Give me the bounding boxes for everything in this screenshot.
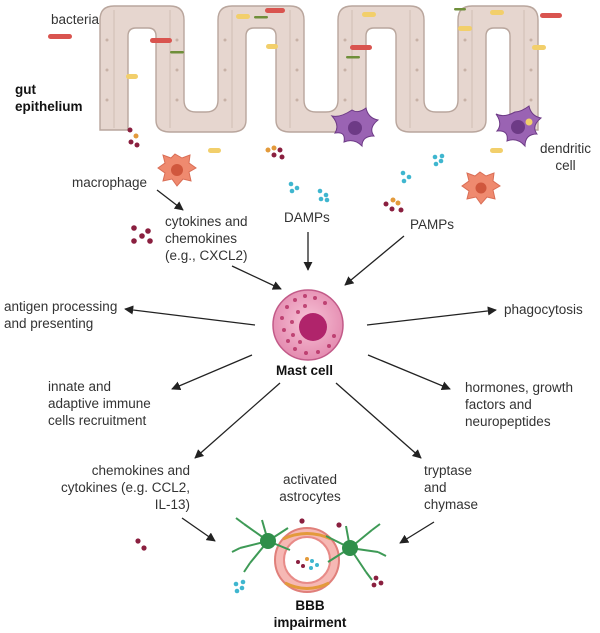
label-damps: DAMPs — [284, 210, 330, 225]
arrow-macrophage — [156, 189, 184, 211]
pamp-clusters-top — [127, 127, 404, 213]
label-chemokines-cytokines-line2: cytokines (e.g. CCL2, — [60, 480, 190, 495]
label-hormones-line3: neuropeptides — [465, 414, 551, 429]
dendritic-cell-2 — [495, 105, 543, 148]
label-cytokines-chemokines: cytokines and chemokines (e.g., CXCL2) — [165, 213, 248, 264]
astrocyte-right — [325, 523, 387, 581]
arrow-hormones — [367, 354, 451, 391]
label-antigen: antigen processing and presenting — [4, 298, 117, 332]
arrow-chemokines — [194, 382, 281, 459]
label-hormones: hormones, growth factors and neuropeptid… — [465, 379, 573, 430]
label-cytokines-chemokines-line1: cytokines and — [165, 214, 248, 229]
arrows — [124, 189, 497, 544]
label-astrocytes-line1: activated — [282, 472, 338, 487]
arrow-innate — [171, 354, 253, 390]
label-pamps: PAMPs — [410, 217, 455, 232]
label-chemokines-cytokines: chemokines and cytokines (e.g. CCL2, IL-… — [55, 462, 190, 513]
macrophage-1 — [157, 153, 197, 187]
arrow-phagocytosis — [366, 306, 497, 326]
label-cytokines-chemokines-line3: (e.g., CXCL2) — [165, 248, 248, 263]
arrow-pamps-to-mast — [344, 235, 405, 286]
label-bacteria: bacteria — [51, 12, 100, 27]
label-hormones-line2: factors and — [465, 397, 532, 412]
label-tryptase: tryptase and chymase — [424, 462, 478, 513]
label-phagocytosis: phagocytosis — [504, 302, 583, 317]
label-gut-epithelium: gut epithelium — [15, 81, 83, 115]
label-antigen-line1: antigen processing — [4, 299, 118, 314]
label-dendritic-cell-line2: cell — [555, 158, 576, 173]
label-macrophage: macrophage — [72, 175, 148, 190]
cytokine-dots — [131, 225, 384, 588]
macrophage-2 — [461, 171, 501, 205]
gut-epithelium — [99, 5, 539, 133]
label-innate-line1: innate and — [48, 379, 112, 394]
label-innate-line3: cells recruitment — [48, 413, 147, 428]
label-astrocytes: activated astrocytes — [255, 471, 365, 505]
arrow-to-bbb-left — [181, 517, 216, 542]
arrow-to-bbb-right — [399, 521, 435, 544]
label-dendritic-cell-line1: dendritic — [540, 141, 592, 156]
label-gut-epithelium-line2: epithelium — [15, 99, 83, 114]
label-chemokines-cytokines-line3: IL-13) — [154, 497, 190, 512]
label-mast-cell: Mast cell — [276, 363, 334, 378]
label-dendritic-cell: dendritic cell — [540, 140, 591, 174]
label-cytokines-chemokines-line2: chemokines — [165, 231, 238, 246]
label-hormones-line1: hormones, growth — [465, 380, 574, 395]
bacteria-group — [48, 8, 562, 153]
label-gut-epithelium-line1: gut — [15, 82, 36, 97]
label-tryptase-line3: chymase — [424, 497, 479, 512]
label-innate: innate and adaptive immune cells recruit… — [48, 378, 151, 429]
label-bbb-line2: impairment — [273, 615, 347, 630]
label-antigen-line2: and presenting — [4, 316, 94, 331]
arrow-tryptase — [335, 382, 422, 459]
arrow-antigen — [124, 305, 256, 326]
label-tryptase-line1: tryptase — [424, 463, 473, 478]
label-bbb: BBB impairment — [255, 597, 365, 631]
arrow-cytokines-to-mast — [231, 265, 282, 290]
label-chemokines-cytokines-line1: chemokines and — [91, 463, 190, 478]
label-innate-line2: adaptive immune — [48, 396, 151, 411]
damp-dots — [233, 153, 445, 594]
label-astrocytes-line2: astrocytes — [279, 489, 341, 504]
blood-brain-barrier — [274, 527, 340, 593]
dendritic-cell-1 — [330, 107, 380, 148]
label-bbb-line1: BBB — [295, 598, 325, 613]
label-tryptase-line2: and — [424, 480, 447, 495]
mast-cell — [272, 289, 344, 361]
astrocyte-left — [231, 517, 291, 573]
